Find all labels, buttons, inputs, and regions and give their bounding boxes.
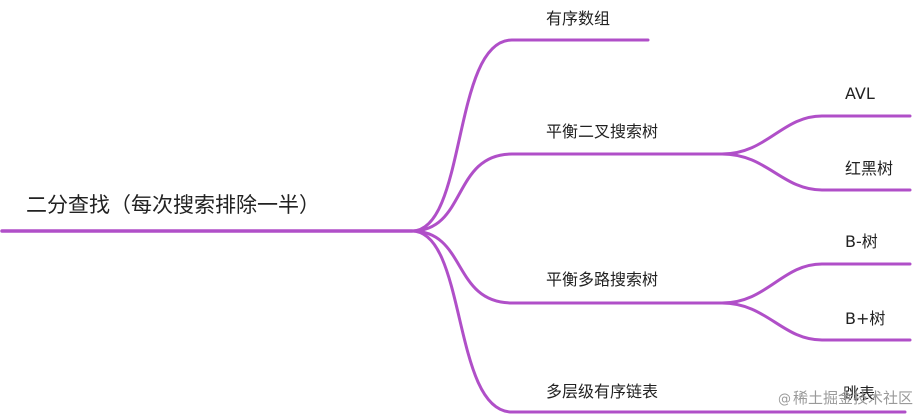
- leaf-label-b-tree: B-树: [845, 232, 878, 251]
- branch-edge-balanced-multiway-tree: [410, 229, 734, 305]
- mindmap-edges: [0, 38, 912, 414]
- leaf-label-red-black-tree: 红黑树: [845, 159, 894, 178]
- leaf-edge-1-0: [720, 114, 912, 156]
- leaf-edge-1-1: [720, 152, 912, 192]
- branch-label-balanced-multiway-tree: 平衡多路搜索树: [546, 270, 659, 289]
- branch-label-multilevel-linked-list: 多层级有序链表: [546, 382, 659, 401]
- branch-edge-sorted-array: [410, 38, 650, 233]
- root-node-label: 二分查找（每次搜索排除一半）: [26, 193, 320, 217]
- leaf-edge-2-1: [720, 301, 912, 342]
- leaf-label-b-plus-tree: B+树: [845, 309, 886, 328]
- leaf-label-skip-list: 跳表: [843, 384, 876, 403]
- at-icon: @: [777, 392, 791, 407]
- branch-label-sorted-array: 有序数组: [546, 9, 611, 28]
- watermark-text: 稀土掘金技术社区: [792, 389, 913, 407]
- branch-label-balanced-bst: 平衡二叉搜索树: [546, 122, 659, 141]
- leaf-edge-2-0: [720, 262, 912, 305]
- branch-edge-multilevel-linked-list: [410, 229, 907, 414]
- branch-edge-balanced-bst: [410, 152, 734, 233]
- leaf-label-avl: AVL: [845, 84, 875, 103]
- watermark: @稀土掘金技术社区: [778, 387, 913, 408]
